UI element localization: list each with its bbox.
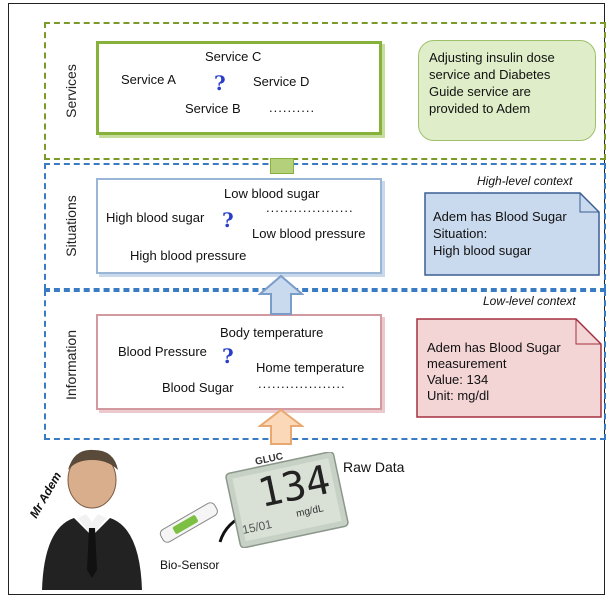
service-a-label: Service A — [121, 72, 176, 87]
service-d-label: Service D — [253, 74, 310, 89]
situations-note-line-1: Adem has Blood Sugar — [433, 209, 567, 224]
services-layer-band — [44, 22, 606, 160]
services-note-line-1: Adjusting insulin dose — [429, 50, 555, 65]
services-box: Service C Service A ? Service D Service … — [96, 41, 382, 135]
situations-note-text: Adem has Blood Sugar Situation: High blo… — [424, 202, 600, 265]
up-arrow-raw-to-information-icon — [258, 408, 304, 445]
services-note-line-2: service and Diabetes — [429, 67, 551, 82]
high-blood-sugar-label: High blood sugar — [106, 210, 205, 225]
up-arrow-information-to-situations-icon — [258, 274, 304, 315]
information-note-text: Adem has Blood Sugar measurement Value: … — [416, 334, 602, 410]
service-c-label: Service C — [205, 49, 262, 64]
situations-layer-label: Situations — [63, 195, 79, 257]
information-ellipsis: ................... — [258, 376, 346, 391]
information-note — [416, 318, 602, 418]
services-note-line-3: Guide service are — [429, 84, 531, 99]
information-layer-label: Information — [63, 329, 79, 401]
high-level-context-label: High-level context — [477, 174, 573, 188]
services-note-line-4: provided to Adem — [429, 101, 531, 116]
glucose-meter-display — [225, 452, 349, 548]
situations-layer-band — [44, 163, 606, 290]
situations-question-mark: ? — [222, 208, 234, 232]
low-blood-sugar-label: Low blood sugar — [224, 186, 320, 201]
services-note: Adjusting insulin dose service and Diabe… — [418, 40, 596, 141]
information-layer-band — [44, 290, 606, 440]
situations-note-line-3: High blood sugar — [433, 243, 532, 258]
situations-note-line-2: Situation: — [433, 226, 488, 241]
services-situations-connector — [270, 158, 294, 174]
situations-note — [424, 192, 600, 276]
bio-sensor-device-icon — [159, 502, 218, 543]
raw-data-label: Raw Data — [343, 459, 405, 475]
information-box: Body temperature Blood Pressure ? Home t… — [96, 314, 382, 410]
services-layer-label: Services — [63, 64, 79, 118]
information-question-mark: ? — [222, 344, 234, 368]
blood-sugar-label: Blood Sugar — [162, 380, 234, 395]
blood-pressure-label: Blood Pressure — [118, 344, 207, 359]
service-b-label: Service B — [185, 101, 241, 116]
information-note-line-1: Adem has Blood Sugar — [427, 340, 561, 355]
information-note-line-3: Value: 134 — [427, 372, 489, 387]
services-ellipsis: .......... — [269, 100, 316, 115]
person-avatar-icon — [42, 449, 142, 590]
situations-box: Low blood sugar High blood sugar ? .....… — [96, 178, 382, 274]
low-blood-pressure-label: Low blood pressure — [252, 226, 366, 241]
information-note-line-4: Unit: mg/dl — [427, 388, 490, 403]
bio-sensor-label: Bio-Sensor — [160, 558, 220, 572]
low-level-context-label: Low-level context — [483, 294, 576, 308]
home-temperature-label: Home temperature — [256, 360, 365, 375]
situations-ellipsis: ................... — [266, 200, 354, 215]
high-blood-pressure-label: High blood pressure — [130, 248, 247, 263]
services-question-mark: ? — [214, 71, 226, 95]
information-note-line-2: measurement — [427, 356, 507, 371]
body-temperature-label: Body temperature — [220, 325, 324, 340]
